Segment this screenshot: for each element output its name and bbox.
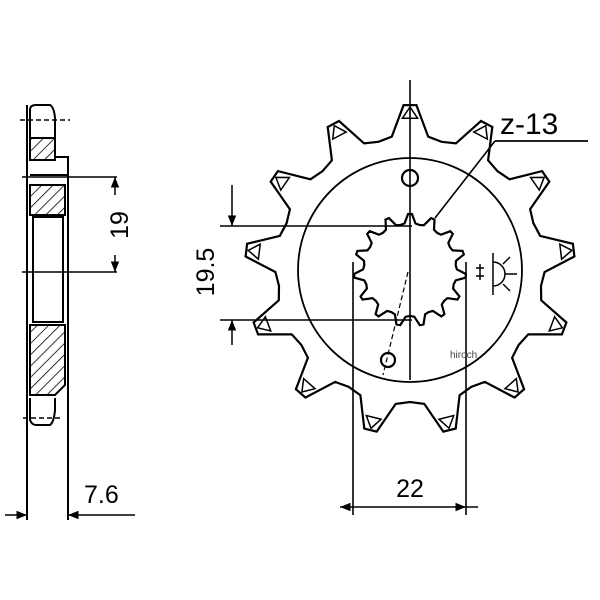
tooth-count-label: z-13: [500, 108, 558, 141]
watermark: hiroch: [450, 350, 477, 361]
side-view: [5, 104, 135, 520]
tooth-tip-mark: [558, 242, 574, 261]
side-top-tooth: [29, 104, 56, 137]
bolt-offset-label: 19: [106, 211, 134, 239]
tooth-tip-mark: [256, 315, 272, 332]
tooth-tip-mark: [331, 124, 348, 141]
tooth-tip-mark: [437, 414, 455, 430]
side-bore: [32, 216, 64, 323]
tooth-tip-mark: [472, 124, 489, 141]
spline-bore: [352, 212, 468, 327]
side-bottom-tooth: [29, 398, 56, 426]
front-view: [220, 80, 588, 515]
tooth-tip-mark: [529, 176, 546, 192]
tooth-tip-mark: [548, 315, 564, 332]
hub-width-label: 7.6: [84, 481, 119, 509]
side-hatch-upper: [29, 184, 66, 216]
tooth-tip-mark: [365, 414, 383, 430]
bolt-spacing-label: 22: [396, 475, 424, 503]
tooth-tip-mark: [274, 176, 291, 192]
spline-diameter-label: 19.5: [192, 248, 220, 297]
tooth-tip-mark: [503, 377, 519, 394]
sprocket-outline: [244, 104, 576, 433]
side-hatch-top: [29, 137, 56, 161]
tooth-tip-mark: [301, 377, 317, 394]
side-hatch-lower: [29, 324, 66, 396]
bolt-hole-bottom: [379, 351, 397, 369]
marking-symbol-icon: [476, 253, 517, 295]
tooth-tip-mark: [246, 242, 262, 261]
